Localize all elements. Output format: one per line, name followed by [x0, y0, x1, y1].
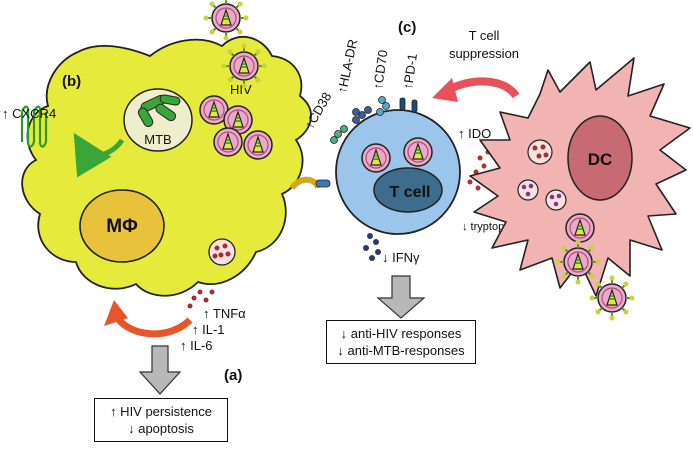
cxcr4-receptor-icon [20, 105, 48, 148]
ifng-label: ↓ IFNγ [382, 250, 420, 265]
dc-nucleus [567, 115, 633, 201]
tcell-label: T cell [390, 184, 431, 201]
cd70-label: ↑CD70 [370, 49, 390, 90]
cxcr4-upregulation-arrow [73, 132, 125, 178]
dc-vesicle [517, 179, 539, 201]
macrophage-nucleus [79, 189, 165, 263]
tcell-nucleus [373, 167, 443, 213]
tcr-marker [315, 179, 331, 188]
tnfa-label: ↑ TNFα [203, 306, 246, 321]
hla-dr-marker [352, 106, 372, 124]
cd38-marker [330, 125, 348, 144]
mtb-bacteria [137, 94, 181, 128]
cytokine-vesicle [208, 238, 236, 266]
cd70-marker [376, 96, 390, 116]
hiv-virion-dc [565, 213, 595, 243]
outcome-box-c: ↓ anti-HIV responses ↓ anti-MTB-response… [326, 320, 476, 364]
suppression-arrow [446, 77, 520, 99]
mtb-label: MTB [144, 132, 171, 147]
panel-c-label: (c) [398, 19, 416, 36]
outcome-a-line2: ↓ apoptosis [128, 421, 194, 436]
outcome-arrow-a [138, 345, 182, 395]
dc-vesicle [527, 139, 553, 165]
outcome-a-line1: ↑ HIV persistence [110, 404, 212, 419]
il1-label: ↑ IL-1 [192, 322, 225, 337]
outcome-c-line2: ↓ anti-MTB-responses [337, 343, 465, 358]
secreted-cytokines [187, 289, 215, 309]
outcome-box-a: ↑ HIV persistence ↓ apoptosis [94, 398, 228, 442]
hiv-label: HIV [230, 82, 252, 97]
macrophage-label: MΦ [106, 216, 138, 237]
pd1-label: ↑PD-1 [400, 53, 420, 91]
suppression-line2: suppression [449, 46, 519, 61]
panel-a-label: (a) [224, 367, 242, 384]
autocrine-feedback-arrow [113, 313, 193, 338]
hiv-virion-dc-budding [556, 240, 601, 285]
cell-contact-receptor [289, 176, 321, 190]
hiv-virion-budding [222, 44, 267, 89]
suppression-line1: T cell [469, 28, 500, 43]
hla-dr-label: ↑HLA-DR [334, 38, 360, 95]
pd1-marker [399, 97, 418, 113]
dc-vesicle [545, 189, 567, 211]
outcome-arrow-c [376, 275, 426, 319]
ido-label: ↑ IDO [458, 126, 491, 141]
hiv-virion-free-bottom [590, 276, 635, 321]
dc-label: DC [588, 150, 613, 169]
outcome-c-line1: ↓ anti-HIV responses [340, 326, 462, 341]
hiv-virion-free-top [204, 0, 249, 41]
cxcr4-label: ↑ CXCR4 [2, 106, 56, 121]
il6-label: ↑ IL-6 [180, 338, 213, 353]
panel-b-label: (b) [62, 73, 81, 90]
ifng-molecules [363, 233, 381, 261]
